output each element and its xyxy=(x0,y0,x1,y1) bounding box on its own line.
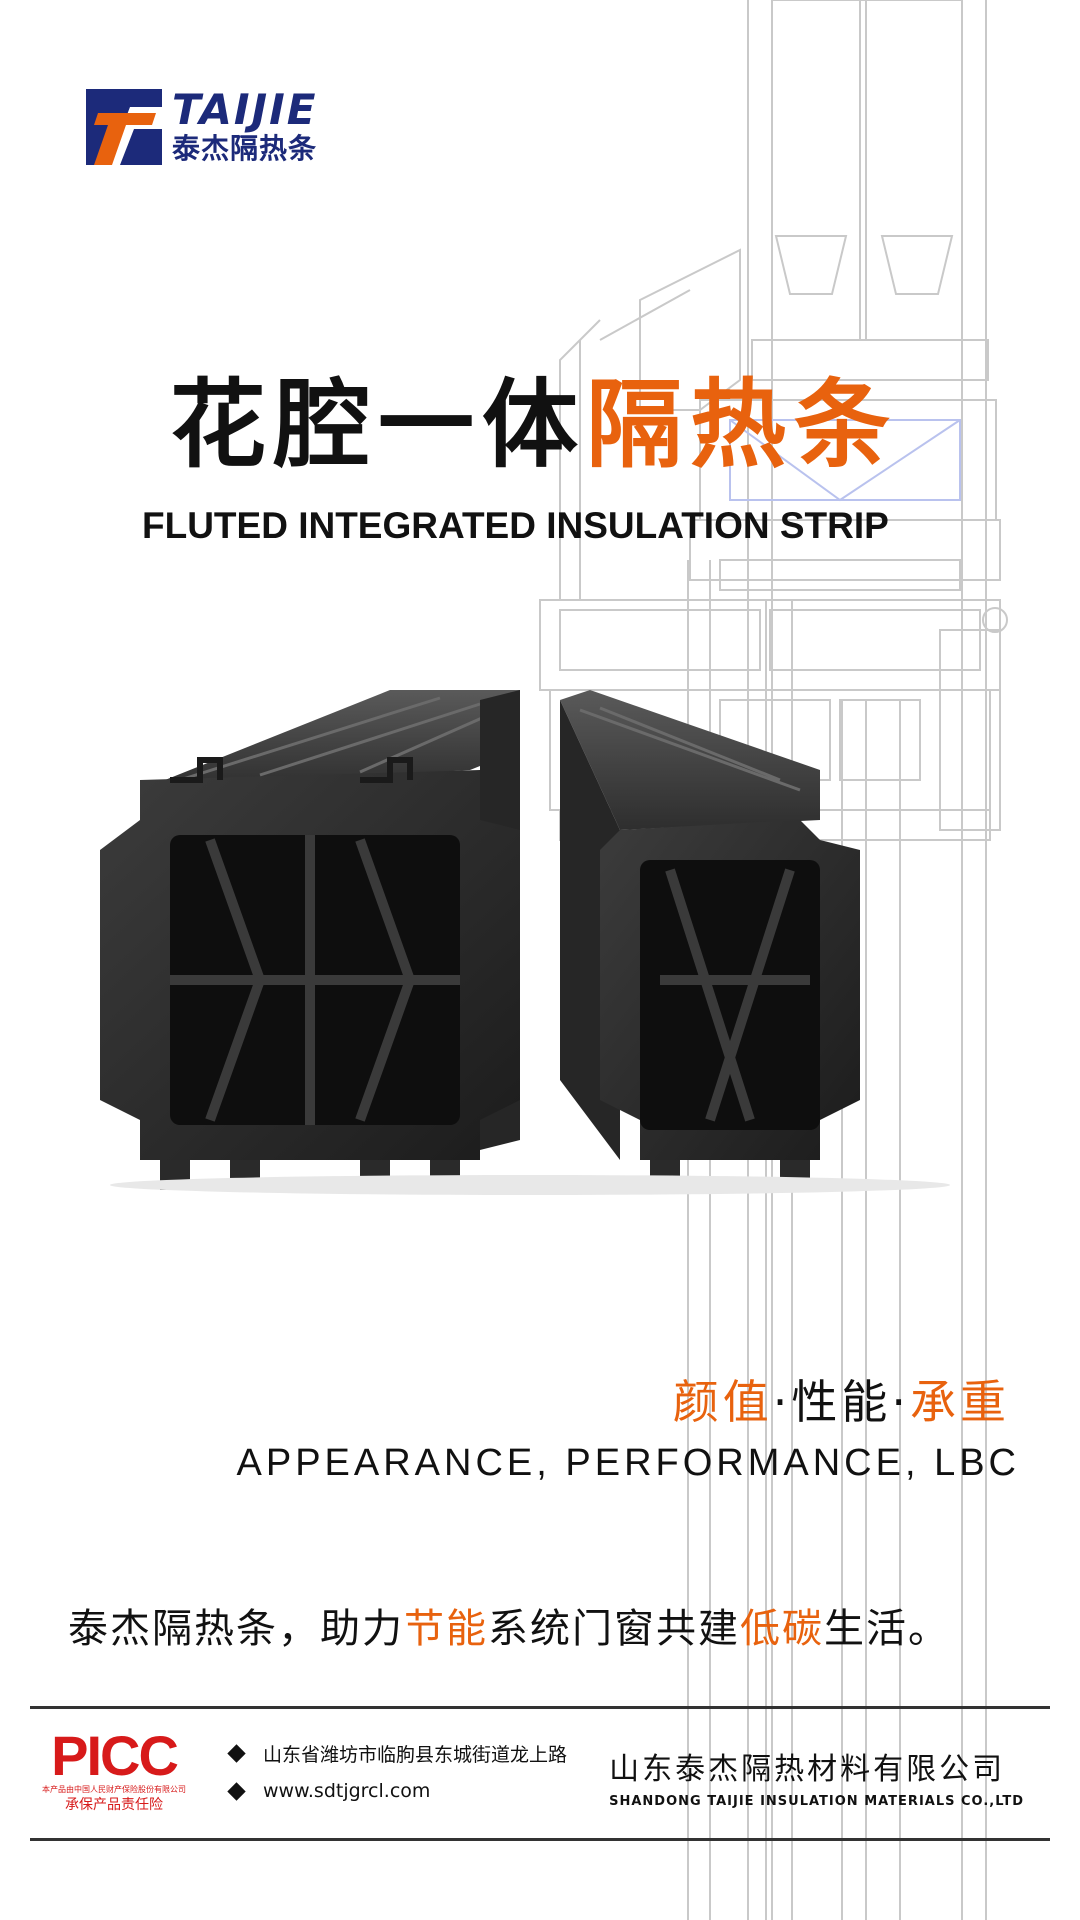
slogan-part: 生活。 xyxy=(824,1606,950,1652)
taijie-logo-icon xyxy=(86,89,162,165)
tagline-separator: · xyxy=(772,1375,792,1429)
title-black-part: 花腔一体 xyxy=(170,369,586,481)
address-line: 山东省潍坊市临朐县东城街道龙上路 xyxy=(226,1740,567,1767)
brand-name-en: TAIJIE xyxy=(172,85,318,134)
slogan: 泰杰隔热条，助力节能系统门窗共建低碳生活。 xyxy=(68,1596,950,1654)
tagline-load-bearing: 承重 xyxy=(910,1375,1010,1429)
insulation-strip-product-image xyxy=(100,690,950,1195)
slogan-highlight-low-carbon: 低碳 xyxy=(740,1606,824,1652)
page-title: 花腔一体隔热条 xyxy=(170,370,898,480)
right-strip xyxy=(560,690,860,1190)
picc-fine-print: 本产品由中国人民财产保险股份有限公司 xyxy=(42,1785,186,1794)
company-name-cn: 山东泰杰隔热材料有限公司 xyxy=(609,1752,1006,1787)
picc-logo: PICC xyxy=(51,1724,179,1787)
tagline-appearance: 颜值 xyxy=(672,1375,773,1429)
left-strip xyxy=(100,690,520,1190)
footer-divider-top xyxy=(30,1706,1050,1709)
diamond-bullet-icon xyxy=(227,1744,246,1763)
page-subtitle: FLUTED INTEGRATED INSULATION STRIP xyxy=(142,505,889,546)
feature-tagline: 颜值·性能·承重 xyxy=(673,1366,1010,1432)
company-info: 山东泰杰隔热材料有限公司 SHANDONG TAIJIE INSULATION … xyxy=(609,1744,1024,1809)
website-link[interactable]: www.sdtjgrcl.com xyxy=(263,1780,431,1802)
slogan-part: 泰杰隔热条，助力 xyxy=(68,1606,404,1652)
address-text: 山东省潍坊市临朐县东城街道龙上路 xyxy=(263,1744,568,1766)
slogan-highlight-energy: 节能 xyxy=(404,1606,488,1652)
company-name-en: SHANDONG TAIJIE INSULATION MATERIALS CO.… xyxy=(609,1794,1024,1809)
feature-tagline-en: APPEARANCE, PERFORMANCE, LBC xyxy=(236,1442,1020,1484)
slogan-part: 系统门窗共建 xyxy=(488,1606,740,1652)
diamond-bullet-icon xyxy=(227,1781,246,1801)
brand-name-cn: 泰杰隔热条 xyxy=(172,132,318,165)
title-orange-part: 隔热条 xyxy=(586,369,898,481)
tagline-performance: 性能 xyxy=(791,1375,892,1429)
brand-logo: TAIJIE 泰杰隔热条 xyxy=(86,88,317,166)
tagline-separator: · xyxy=(891,1375,910,1429)
website-line: www.sdtjgrcl.com xyxy=(226,1780,430,1802)
picc-insurance-badge: PICC 本产品由中国人民财产保险股份有限公司 承保产品责任险 xyxy=(34,1728,194,1814)
picc-subtitle: 承保产品责任险 xyxy=(65,1797,163,1813)
footer-divider-bottom xyxy=(30,1838,1050,1841)
